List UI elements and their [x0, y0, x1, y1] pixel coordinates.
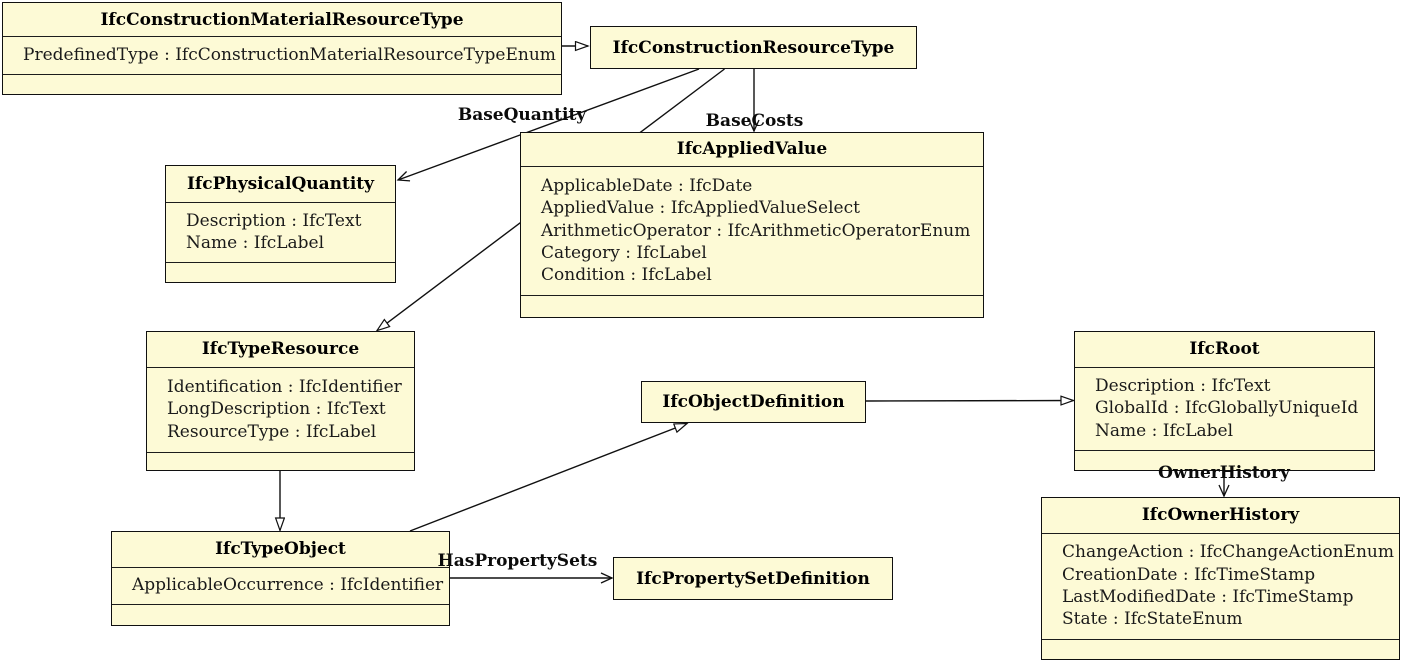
class-attributes: ApplicableDate : IfcDate AppliedValue : … — [521, 167, 983, 296]
class-attribute: Category : IfcLabel — [541, 242, 707, 263]
class-attributes: ApplicableOccurrence : IfcIdentifier — [112, 568, 449, 605]
class-attributes: ChangeAction : IfcChangeActionEnum Creat… — [1042, 534, 1399, 640]
class-attribute: CreationDate : IfcTimeStamp — [1062, 564, 1316, 585]
class-attribute: ApplicableOccurrence : IfcIdentifier — [132, 575, 444, 596]
class-attribute: ResourceType : IfcLabel — [167, 421, 377, 442]
class-operations-compartment — [1042, 640, 1399, 660]
class-attributes: Description : IfcText Name : IfcLabel — [166, 203, 395, 263]
edge-label-haspropertysets: HasPropertySets — [437, 550, 598, 571]
class-box-ifcphysicalquantity[interactable]: IfcPhysicalQuantity Description : IfcTex… — [165, 165, 396, 283]
class-attribute: PredefinedType : IfcConstructionMaterial… — [23, 45, 556, 66]
class-title: IfcPhysicalQuantity — [166, 166, 395, 203]
edge-label-basequantity: BaseQuantity — [457, 105, 587, 125]
class-operations-compartment — [521, 296, 983, 317]
class-box-ifcpropertysetdefinition[interactable]: IfcPropertySetDefinition — [613, 557, 893, 600]
class-attribute: Name : IfcLabel — [186, 233, 325, 253]
class-attribute: Identification : IfcIdentifier — [167, 377, 402, 398]
class-title: IfcConstructionResourceType — [612, 37, 895, 58]
edge-generalization-objectdefinition-root — [865, 401, 1074, 402]
class-box-ifcobjectdefinition[interactable]: IfcObjectDefinition — [641, 381, 866, 423]
edge-label-ownerhistory: OwnerHistory — [1158, 462, 1290, 483]
class-title: IfcAppliedValue — [521, 133, 983, 167]
class-attribute: AppliedValue : IfcAppliedValueSelect — [541, 198, 860, 219]
class-title: IfcOwnerHistory — [1042, 498, 1399, 534]
class-box-ifcconstructionmaterialresourcetype[interactable]: IfcConstructionMaterialResourceType Pred… — [2, 2, 562, 95]
class-attribute: LongDescription : IfcText — [167, 399, 386, 420]
class-operations-compartment — [3, 75, 561, 95]
class-box-ifctypeobject[interactable]: IfcTypeObject ApplicableOccurrence : Ifc… — [111, 531, 450, 626]
class-attribute: Description : IfcText — [1095, 376, 1271, 397]
edge-generalization-typeobject-objectdefinition — [409, 424, 687, 532]
class-title: IfcPropertySetDefinition — [636, 568, 870, 589]
edge-label-basecosts: BaseCosts — [705, 110, 804, 131]
class-attributes: Identification : IfcIdentifier LongDescr… — [147, 368, 414, 453]
class-box-ifcownerhistory[interactable]: IfcOwnerHistory ChangeAction : IfcChange… — [1041, 497, 1400, 660]
class-operations-compartment — [166, 263, 395, 283]
class-box-ifcconstructionresourcetype[interactable]: IfcConstructionResourceType — [590, 26, 917, 69]
class-box-ifcroot[interactable]: IfcRoot Description : IfcText GlobalId :… — [1074, 331, 1375, 471]
class-title: IfcConstructionMaterialResourceType — [3, 3, 561, 37]
class-attributes: PredefinedType : IfcConstructionMaterial… — [3, 37, 561, 75]
class-attribute: GlobalId : IfcGloballyUniqueId — [1095, 398, 1359, 419]
class-attribute: LastModifiedDate : IfcTimeStamp — [1062, 587, 1354, 607]
class-attribute: Condition : IfcLabel — [541, 265, 712, 286]
class-attribute: State : IfcStateEnum — [1062, 609, 1243, 630]
class-title: IfcObjectDefinition — [662, 392, 845, 412]
class-operations-compartment — [147, 453, 414, 471]
class-attribute: ApplicableDate : IfcDate — [541, 176, 753, 196]
class-title: IfcRoot — [1075, 332, 1374, 368]
class-attribute: Name : IfcLabel — [1095, 420, 1234, 441]
class-title: IfcTypeObject — [112, 532, 449, 568]
class-attribute: ChangeAction : IfcChangeActionEnum — [1062, 542, 1394, 563]
class-attributes: Description : IfcText GlobalId : IfcGlob… — [1075, 368, 1374, 451]
class-operations-compartment — [112, 605, 449, 626]
class-attribute: ArithmeticOperator : IfcArithmeticOperat… — [541, 220, 971, 241]
class-box-ifcappliedvalue[interactable]: IfcAppliedValue ApplicableDate : IfcDate… — [520, 132, 984, 318]
class-box-ifctyperesource[interactable]: IfcTypeResource Identification : IfcIden… — [146, 331, 415, 471]
edge-association-basequantity — [396, 68, 700, 182]
class-title: IfcTypeResource — [147, 332, 414, 368]
class-attribute: Description : IfcText — [186, 210, 362, 231]
